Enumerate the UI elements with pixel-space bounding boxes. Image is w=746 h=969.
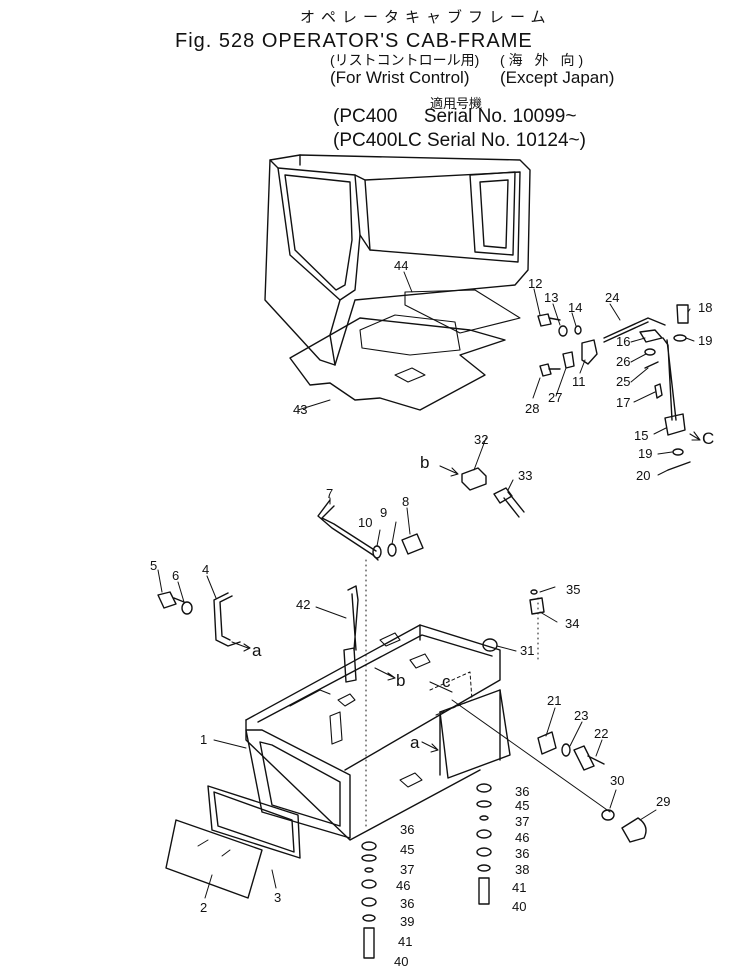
callout-19a: 19 — [698, 333, 712, 348]
callout-46a: 46 — [396, 878, 410, 893]
callout-39: 39 — [400, 914, 414, 929]
callout-8: 8 — [402, 494, 409, 509]
nut-30 — [601, 809, 615, 821]
nut-31 — [482, 638, 498, 652]
callout-16: 16 — [616, 334, 630, 349]
callout-32: 32 — [474, 432, 488, 447]
callout-34: 34 — [565, 616, 579, 631]
serial-pc400: (PC400 Serial No. 10099~ — [333, 106, 577, 127]
glass-panel-2 — [165, 819, 263, 899]
callout-42: 42 — [296, 597, 310, 612]
callout-14: 14 — [568, 300, 582, 315]
callout-41a: 41 — [398, 934, 412, 949]
serial-pc400lc: (PC400LC Serial No. 10124~) — [333, 130, 586, 151]
callout-24: 24 — [605, 290, 619, 305]
callout-15: 15 — [634, 428, 648, 443]
callout-5: 5 — [150, 558, 157, 573]
wrist-note: (For Wrist Control) — [330, 68, 470, 87]
callout-29: 29 — [656, 794, 670, 809]
ref-a-left: a — [252, 641, 262, 660]
knob-29 — [621, 817, 647, 843]
glass-gasket-3 — [207, 785, 301, 859]
applicable-models-jp: 適用号機 — [430, 96, 483, 111]
plate-21 — [537, 731, 557, 755]
callout-36d: 36 — [515, 846, 529, 861]
upper-right-hardware — [537, 304, 691, 471]
callout-26: 26 — [616, 354, 630, 369]
leader-lines — [157, 271, 695, 899]
mount-stack-left — [361, 841, 377, 959]
callout-27: 27 — [548, 390, 562, 405]
callout-45b: 45 — [515, 798, 529, 813]
callout-17: 17 — [616, 395, 630, 410]
callout-19b: 19 — [638, 446, 652, 461]
callout-21: 21 — [547, 693, 561, 708]
callout-25: 25 — [616, 374, 630, 389]
ref-b-top: b — [420, 453, 429, 472]
callout-44: 44 — [394, 258, 408, 273]
callout-37a: 37 — [400, 862, 414, 877]
callout-18: 18 — [698, 300, 712, 315]
block-32 — [461, 467, 487, 491]
callout-12: 12 — [528, 276, 542, 291]
ref-c-right: C — [702, 429, 714, 448]
ref-a-frame: a — [410, 733, 420, 752]
export-note: (Except Japan) — [500, 68, 615, 87]
callout-36a: 36 — [400, 822, 414, 837]
callout-36b: 36 — [400, 896, 414, 911]
callout-40b: 40 — [512, 899, 526, 914]
callout-22: 22 — [594, 726, 608, 741]
callout-4: 4 — [202, 562, 209, 577]
callout-40a: 40 — [394, 954, 408, 969]
callout-20: 20 — [636, 468, 650, 483]
callout-33: 33 — [518, 468, 532, 483]
figure-title: Fig. 528 OPERATOR'S CAB-FRAME — [175, 30, 533, 52]
rod-4 — [213, 592, 241, 647]
ref-c-frame: c — [442, 672, 451, 691]
callout-3: 3 — [274, 890, 281, 905]
base-frame — [245, 624, 511, 841]
callout-11: 11 — [572, 374, 586, 389]
callout-41b: 41 — [512, 880, 526, 895]
callout-9: 9 — [380, 505, 387, 520]
callout-2: 2 — [200, 900, 207, 915]
callout-1: 1 — [200, 732, 207, 747]
callout-36c: 36 — [515, 784, 529, 799]
callout-7: 7 — [326, 486, 333, 501]
export-note-jp: (海 外 向) — [500, 52, 588, 68]
wrist-note-jp: (リストコントロール用) — [330, 52, 480, 68]
callout-43: 43 — [293, 402, 307, 417]
callout-10: 10 — [358, 515, 372, 530]
title-japanese: オペレータキャブフレーム — [300, 9, 552, 26]
mount-stack-right — [476, 783, 492, 905]
rod-42 — [347, 585, 359, 651]
callout-28: 28 — [525, 401, 539, 416]
floor-mat-upper — [404, 289, 521, 334]
callout-30: 30 — [610, 773, 624, 788]
callout-46b: 46 — [515, 830, 529, 845]
cab-frame-outline — [264, 154, 531, 366]
callout-38: 38 — [515, 862, 529, 877]
callout-35: 35 — [566, 582, 580, 597]
callout-23: 23 — [574, 708, 588, 723]
bolt-33 — [493, 487, 525, 518]
floor-mat — [289, 317, 506, 411]
callout-13: 13 — [544, 290, 558, 305]
callout-37b: 37 — [515, 814, 529, 829]
callout-31: 31 — [520, 643, 534, 658]
rod-7 — [317, 499, 379, 561]
callout-6: 6 — [172, 568, 179, 583]
callout-45a: 45 — [400, 842, 414, 857]
ref-b-frame: b — [396, 671, 405, 690]
